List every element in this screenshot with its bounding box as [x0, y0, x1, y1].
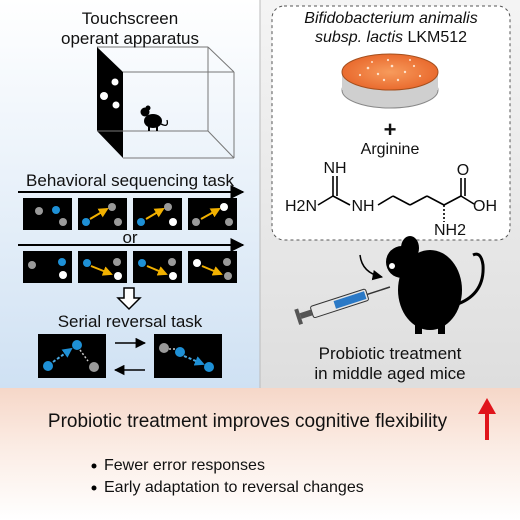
treatment-caption-line1: Probiotic treatment [318, 344, 462, 363]
reversal-task-title: Serial reversal task [57, 312, 203, 331]
chem-nh2: NH2 [433, 222, 466, 239]
touchscreen-wall [97, 47, 123, 158]
bacterium-strain: LKM512 [403, 29, 468, 46]
treatment-caption-line2: in middle aged mice [314, 364, 466, 383]
bacterium-subspecies: subsp. lactis [314, 29, 403, 46]
arginine-label: Arginine [360, 141, 420, 158]
treatment-box-dashed [271, 5, 511, 241]
reversal-screen-right [154, 334, 222, 378]
down-arrow-hollow [116, 287, 142, 311]
chem-h2n: H2N [284, 198, 317, 215]
or-label: or [122, 228, 138, 247]
petri-dish-illustration [341, 53, 439, 109]
chem-nh: NH [351, 198, 375, 215]
sequencing-task-title: Behavioral sequencing task [26, 171, 234, 190]
sequence-row-1 [23, 198, 237, 230]
plus-sign: + [383, 117, 397, 142]
apparatus-title-line2: operant apparatus [61, 29, 199, 48]
chem-nh-imine: NH [323, 160, 347, 177]
mouse-in-box [140, 105, 169, 131]
syringe-illustration [294, 254, 391, 325]
bullet-item-1: Fewer error responses [104, 457, 265, 474]
treated-mouse-silhouette [386, 236, 485, 334]
chem-oh: OH [473, 198, 497, 215]
bullet-dot-2 [91, 485, 97, 491]
bacterium-name-line2: subsp. lactis LKM512 [272, 29, 510, 47]
bacterium-name-line1: Bifidobacterium animalis [304, 10, 478, 27]
up-arrow-red [478, 398, 496, 440]
sequence-row-2 [23, 251, 237, 283]
operant-box-illustration [97, 46, 235, 159]
bullet-dot-1 [91, 463, 97, 469]
conclusion-headline: Probiotic treatment improves cognitive f… [47, 411, 448, 432]
bottom-panel-conclusion [0, 388, 520, 520]
bullet-item-2: Early adaptation to reversal changes [104, 479, 364, 496]
left-panel-behavior [0, 0, 260, 388]
arginine-structure [317, 176, 475, 222]
reversal-screen-left [38, 334, 106, 378]
chem-o: O [456, 162, 470, 179]
apparatus-title-line1: Touchscreen [81, 9, 179, 28]
